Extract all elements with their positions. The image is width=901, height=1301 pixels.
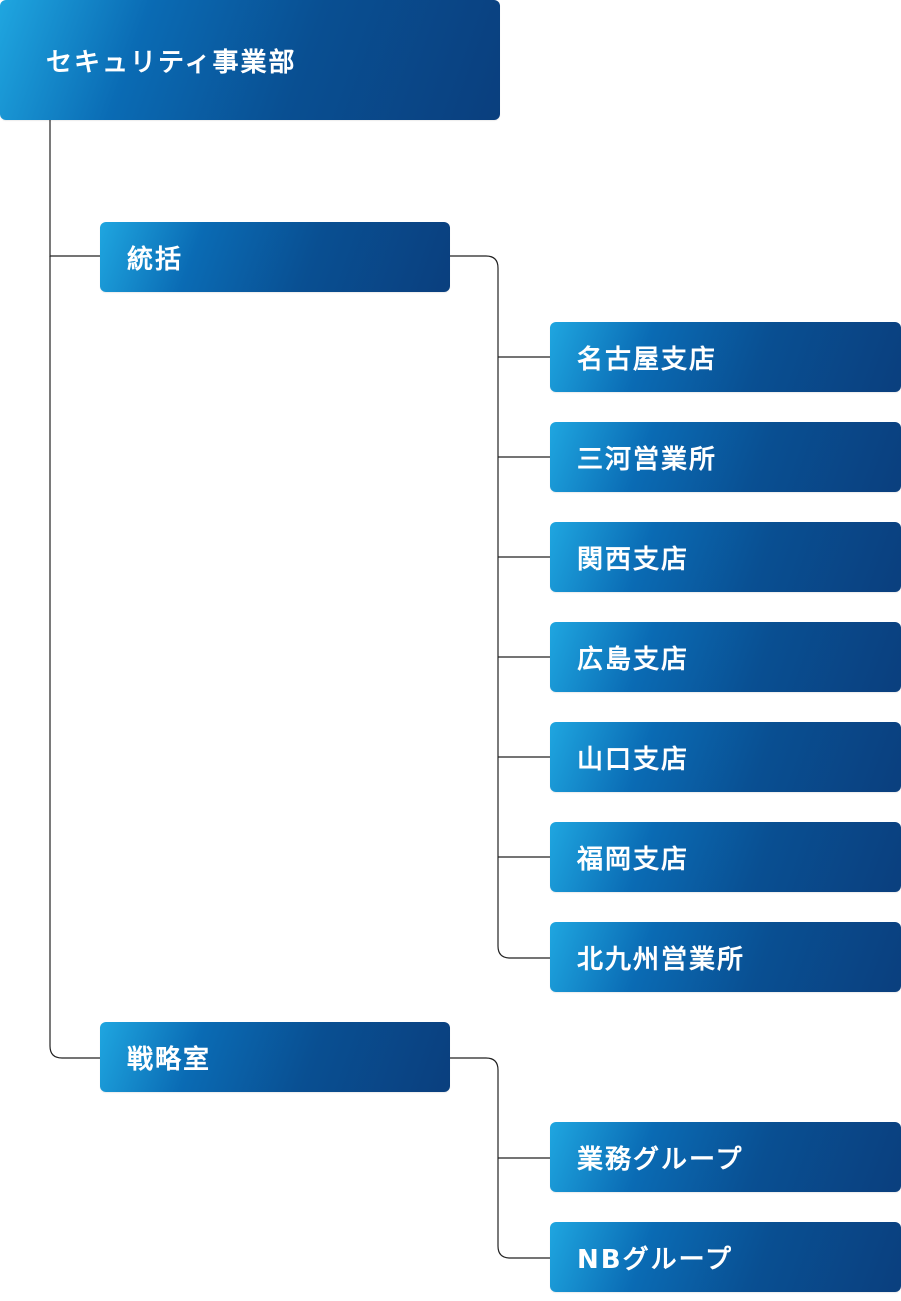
node-security-division: セキュリティ事業部 xyxy=(0,0,500,120)
node-label: 業務グループ xyxy=(577,1144,744,1175)
node-label: 統括 xyxy=(127,244,184,275)
node-label: 北九州営業所 xyxy=(577,944,746,975)
node-yamaguchi-branch: 山口支店 xyxy=(550,722,901,792)
node-label: 広島支店 xyxy=(577,644,690,675)
node-label: 山口支店 xyxy=(577,744,690,775)
node-senryakushitsu: 戦略室 xyxy=(100,1022,450,1092)
node-hiroshima-branch: 広島支店 xyxy=(550,622,901,692)
node-tougatsu: 統括 xyxy=(100,222,450,292)
node-label: 戦略室 xyxy=(127,1044,212,1075)
node-label: NBグループ xyxy=(577,1244,734,1275)
connector-tougatsu-trunk xyxy=(450,255,550,959)
connector-root-to-tougatsu xyxy=(49,120,100,257)
node-label: 三河営業所 xyxy=(577,444,718,475)
node-mikawa-office: 三河営業所 xyxy=(550,422,901,492)
node-label: 福岡支店 xyxy=(577,844,690,875)
connector-root-to-senryakushitsu xyxy=(49,256,100,1059)
node-label: セキュリティ事業部 xyxy=(46,47,297,78)
node-label: 関西支店 xyxy=(577,544,690,575)
node-kitakyushu-office: 北九州営業所 xyxy=(550,922,901,992)
node-fukuoka-branch: 福岡支店 xyxy=(550,822,901,892)
node-gyomu-group: 業務グループ xyxy=(550,1122,901,1192)
node-kansai-branch: 関西支店 xyxy=(550,522,901,592)
node-nb-group: NBグループ xyxy=(550,1222,901,1292)
node-nagoya-branch: 名古屋支店 xyxy=(550,322,901,392)
node-label: 名古屋支店 xyxy=(577,344,718,375)
